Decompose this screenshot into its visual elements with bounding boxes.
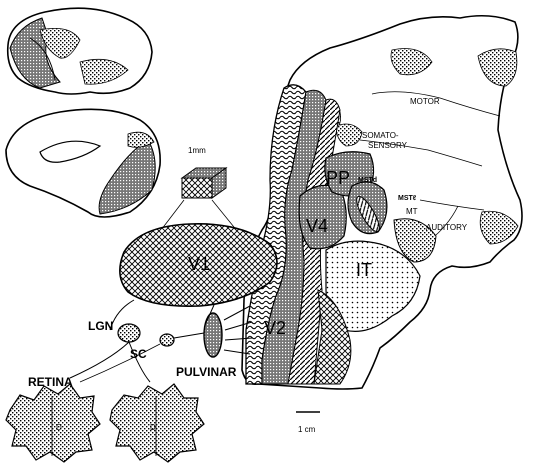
pp-label: PP xyxy=(326,168,350,188)
retina-right: D xyxy=(110,384,204,462)
somatosensory-label-line2: SENSORY xyxy=(368,141,408,150)
pulvinar-label: PULVINAR xyxy=(176,365,237,379)
sc-nucleus xyxy=(160,334,174,346)
scale-1mm-label: 1mm xyxy=(188,146,206,155)
it-label: IT xyxy=(356,260,372,280)
retina-label: RETINA xyxy=(28,375,73,389)
mt-label: MT xyxy=(406,207,418,216)
scale-1cm-label: 1 cm xyxy=(298,425,316,434)
somatosensory-label-line1: SOMATO- xyxy=(362,131,399,140)
v4-label: V4 xyxy=(306,216,328,236)
mstl-label: MSTℓ xyxy=(398,195,417,202)
retina-left-d-label: D xyxy=(56,423,62,432)
v1-label: V1 xyxy=(188,254,210,274)
retina-left: D xyxy=(6,384,100,462)
cortex-block-1mm: 1mm xyxy=(158,146,238,234)
lgn-nucleus xyxy=(118,324,140,342)
v2-label: V2 xyxy=(264,318,286,338)
mstd-label: MSTd xyxy=(358,177,377,184)
motor-label: MOTOR xyxy=(410,97,440,106)
auditory-label: AUDITORY xyxy=(426,223,468,232)
lgn-label: LGN xyxy=(88,319,113,333)
sc-pulvinar-arrow xyxy=(174,333,204,338)
pulvinar-nucleus xyxy=(204,313,222,357)
scale-bar-1cm: 1 cm xyxy=(296,412,320,434)
retina-right-d-label: D xyxy=(150,423,156,432)
sc-label: SC xyxy=(130,347,147,361)
medial-brain-inset xyxy=(6,109,160,217)
lateral-brain-inset xyxy=(8,8,152,94)
